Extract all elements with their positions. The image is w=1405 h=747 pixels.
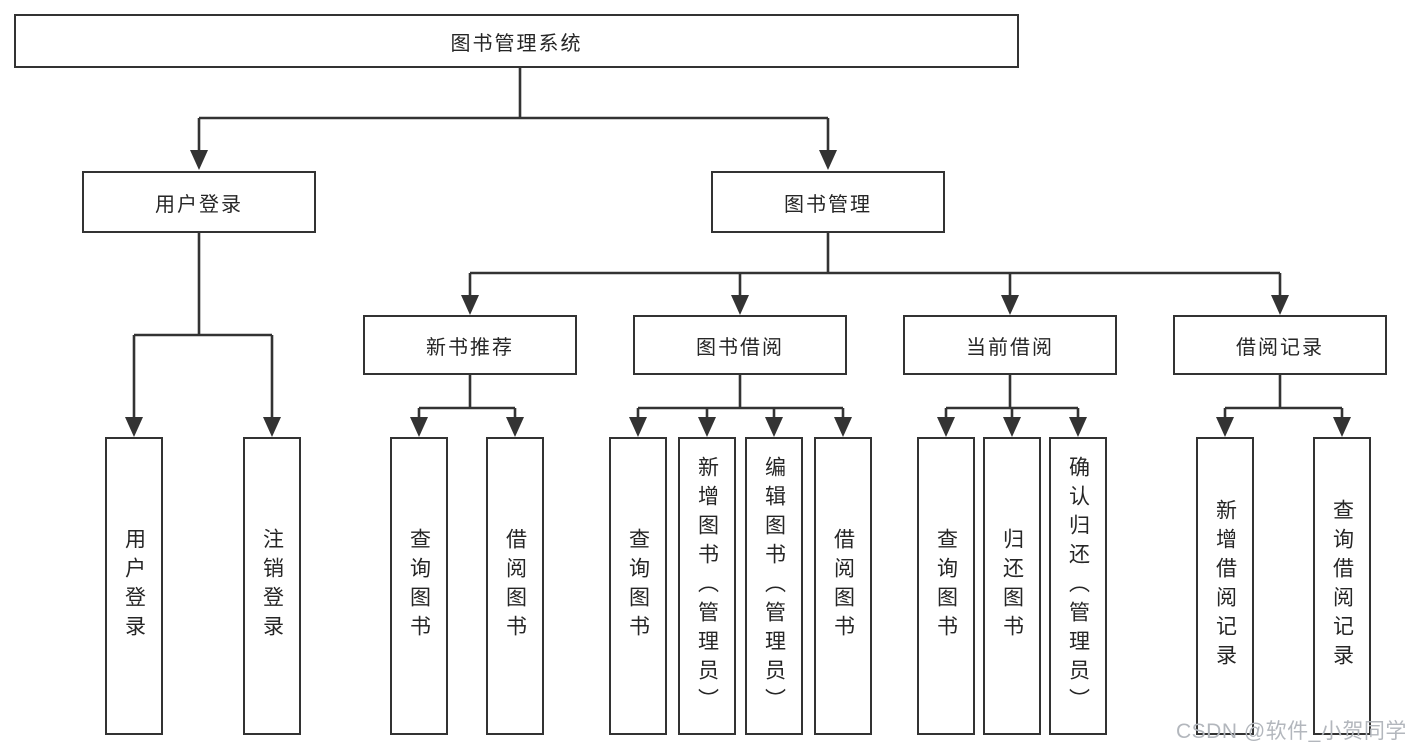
leaf-query-books-recommend: 查询图书 [390,437,448,735]
node-new-book-recommendation: 新书推荐 [363,315,577,375]
node-user-login: 用户登录 [82,171,316,233]
leaf-add-books-admin: 新增图书（管理员） [678,437,736,735]
leaf-add-borrow-record: 新增借阅记录 [1196,437,1254,735]
leaf-query-books-current: 查询图书 [917,437,975,735]
leaf-edit-books-admin: 编辑图书（管理员） [745,437,803,735]
leaf-confirm-return-admin: 确认归还（管理员） [1049,437,1107,735]
node-book-management: 图书管理 [711,171,945,233]
watermark-text: CSDN @软件_小贺同学 [1176,720,1405,743]
leaf-borrow-books-borrow: 借阅图书 [814,437,872,735]
node-current-borrowing: 当前借阅 [903,315,1117,375]
node-book-borrowing: 图书借阅 [633,315,847,375]
leaf-borrow-books-recommend: 借阅图书 [486,437,544,735]
leaf-logout-login: 注销登录 [243,437,301,735]
leaf-return-books: 归还图书 [983,437,1041,735]
leaf-user-login: 用户登录 [105,437,163,735]
node-library-management-system: 图书管理系统 [14,14,1019,68]
node-borrowing-records: 借阅记录 [1173,315,1387,375]
leaf-query-books-borrow: 查询图书 [609,437,667,735]
leaf-query-borrow-record: 查询借阅记录 [1313,437,1371,735]
